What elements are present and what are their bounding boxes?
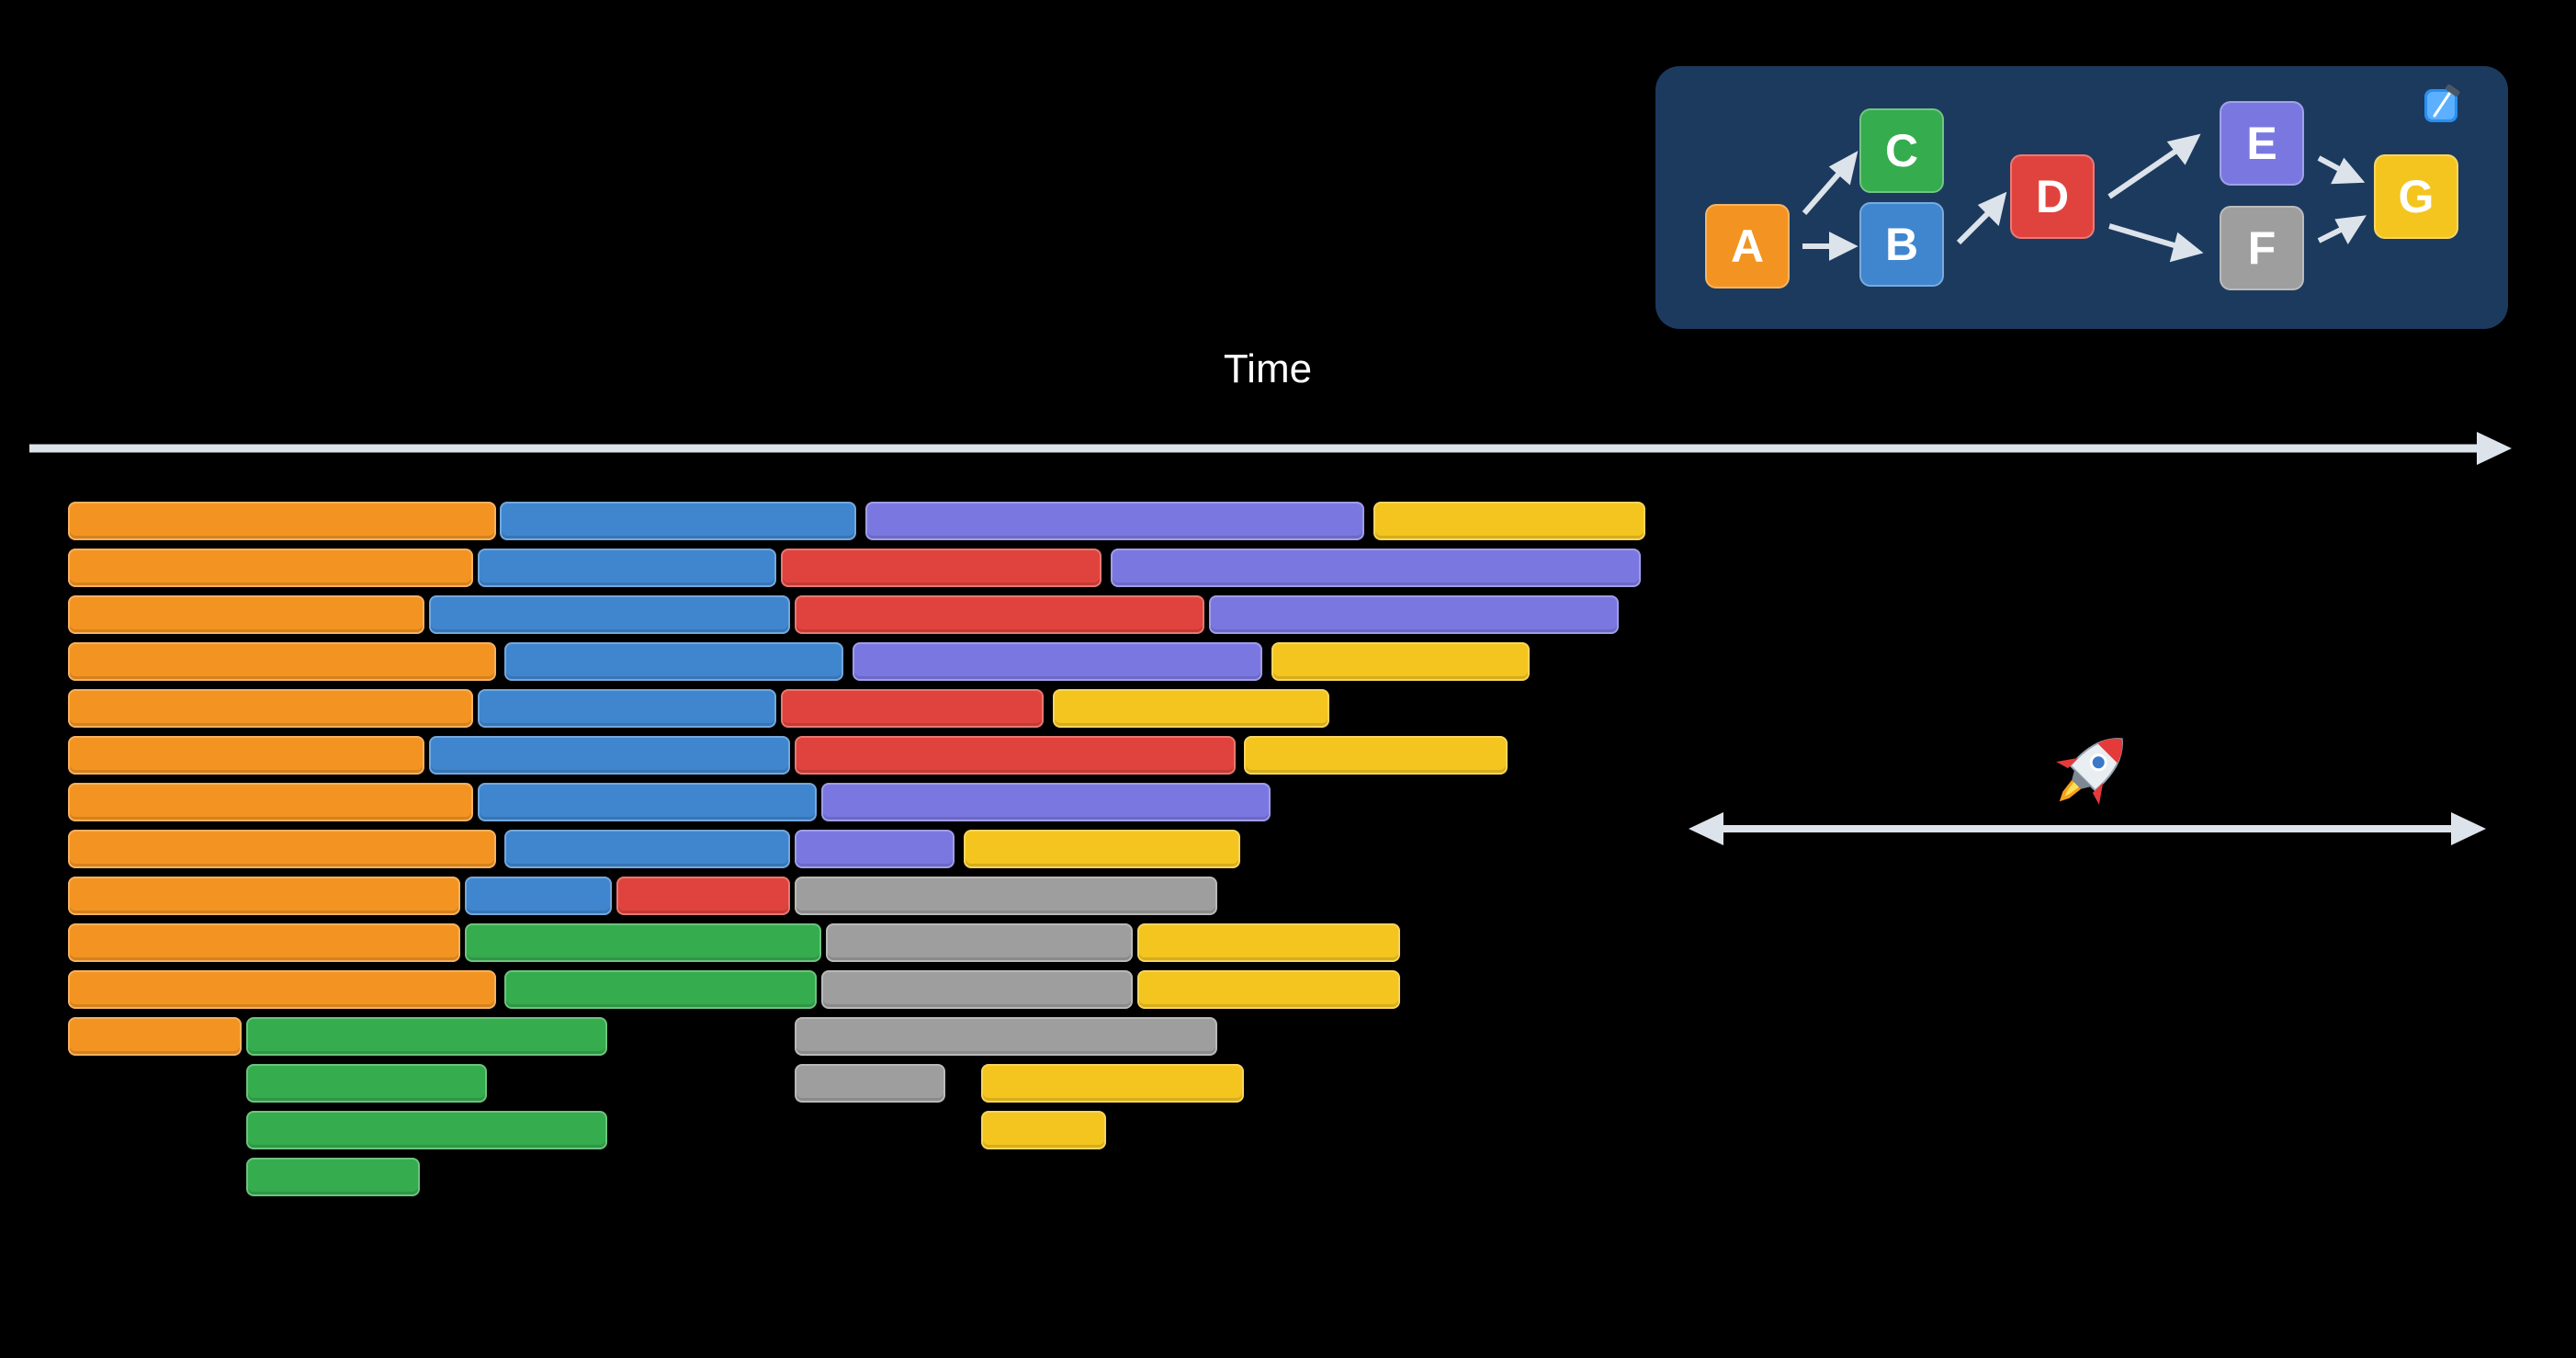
edge-d-e-head [2166, 133, 2201, 165]
edge-b-d [1956, 207, 1994, 245]
task-bar-a [68, 1017, 243, 1056]
task-bar-g [981, 1064, 1245, 1103]
rocket-icon [2056, 738, 2123, 805]
task-bar-g [1137, 923, 1401, 962]
task-bar-g [1052, 689, 1329, 728]
node-b: B [1859, 202, 1944, 287]
task-bar-e [794, 830, 955, 868]
edge-d-f-head [2169, 232, 2204, 263]
time-axis-label: Time [1223, 346, 1313, 391]
xcode-icon [2424, 85, 2460, 122]
edge-d-f [2108, 223, 2178, 249]
task-bar-b [500, 502, 857, 540]
task-bar-a [68, 595, 424, 634]
task-bar-a [68, 549, 474, 587]
task-bar-c [246, 1064, 487, 1103]
task-bar-e [820, 783, 1271, 821]
task-bar-b [478, 689, 777, 728]
task-bar-g [1244, 736, 1508, 775]
task-bar-b [464, 877, 612, 915]
task-bar-a [68, 689, 474, 728]
speedup-left-arrowhead [1689, 812, 1723, 845]
task-bar-b [428, 736, 790, 775]
task-bar-a [68, 877, 460, 915]
task-bar-d [781, 689, 1045, 728]
task-bar-a [68, 736, 424, 775]
node-d: D [2010, 154, 2095, 239]
task-bar-e [1110, 549, 1642, 587]
task-bar-c [246, 1017, 607, 1056]
task-bar-a [68, 642, 496, 681]
task-bar-g [1373, 502, 1645, 540]
task-bar-e [1208, 595, 1619, 634]
task-bar-b [504, 830, 790, 868]
task-bar-d [616, 877, 790, 915]
edge-a-c-head [1828, 151, 1859, 186]
time-axis-arrowhead [2477, 432, 2512, 465]
edge-a-c [1802, 167, 1846, 215]
task-bar-b [428, 595, 790, 634]
task-bar-g [963, 830, 1240, 868]
task-bar-c [246, 1111, 607, 1149]
task-bar-a [68, 830, 496, 868]
task-bar-g [1137, 970, 1401, 1009]
task-bar-d [794, 595, 1204, 634]
task-bar-a [68, 923, 460, 962]
edge-b-d-head [1977, 191, 2007, 226]
node-a: A [1705, 204, 1790, 289]
node-e: E [2220, 101, 2304, 186]
task-bar-g [1271, 642, 1530, 681]
task-bar-b [478, 549, 777, 587]
speedup-right-arrowhead [2451, 812, 2486, 845]
task-bar-f [794, 1064, 946, 1103]
edge-f-g-head [2334, 215, 2367, 244]
edge-a-b-head [1829, 232, 1859, 261]
task-bar-b [504, 642, 843, 681]
task-bar-a [68, 502, 496, 540]
task-bar-e [852, 642, 1262, 681]
node-f: F [2220, 206, 2304, 290]
task-bar-f [820, 970, 1134, 1009]
task-bar-f [794, 877, 1218, 915]
task-bar-g [981, 1111, 1107, 1149]
task-bar-a [68, 970, 496, 1009]
task-bar-f [794, 1017, 1218, 1056]
task-bar-a [68, 783, 474, 821]
edge-e-g-head [2331, 157, 2366, 185]
task-bar-b [478, 783, 817, 821]
task-bar-c [464, 923, 821, 962]
task-bar-c [246, 1158, 421, 1196]
task-bar-d [781, 549, 1102, 587]
task-bar-e [865, 502, 1365, 540]
edge-d-e [2107, 146, 2181, 199]
node-c: C [1859, 108, 1944, 193]
edge-f-g [2317, 225, 2346, 243]
task-bar-d [794, 736, 1236, 775]
task-bar-c [504, 970, 817, 1009]
task-bar-f [825, 923, 1134, 962]
node-g: G [2374, 154, 2458, 239]
